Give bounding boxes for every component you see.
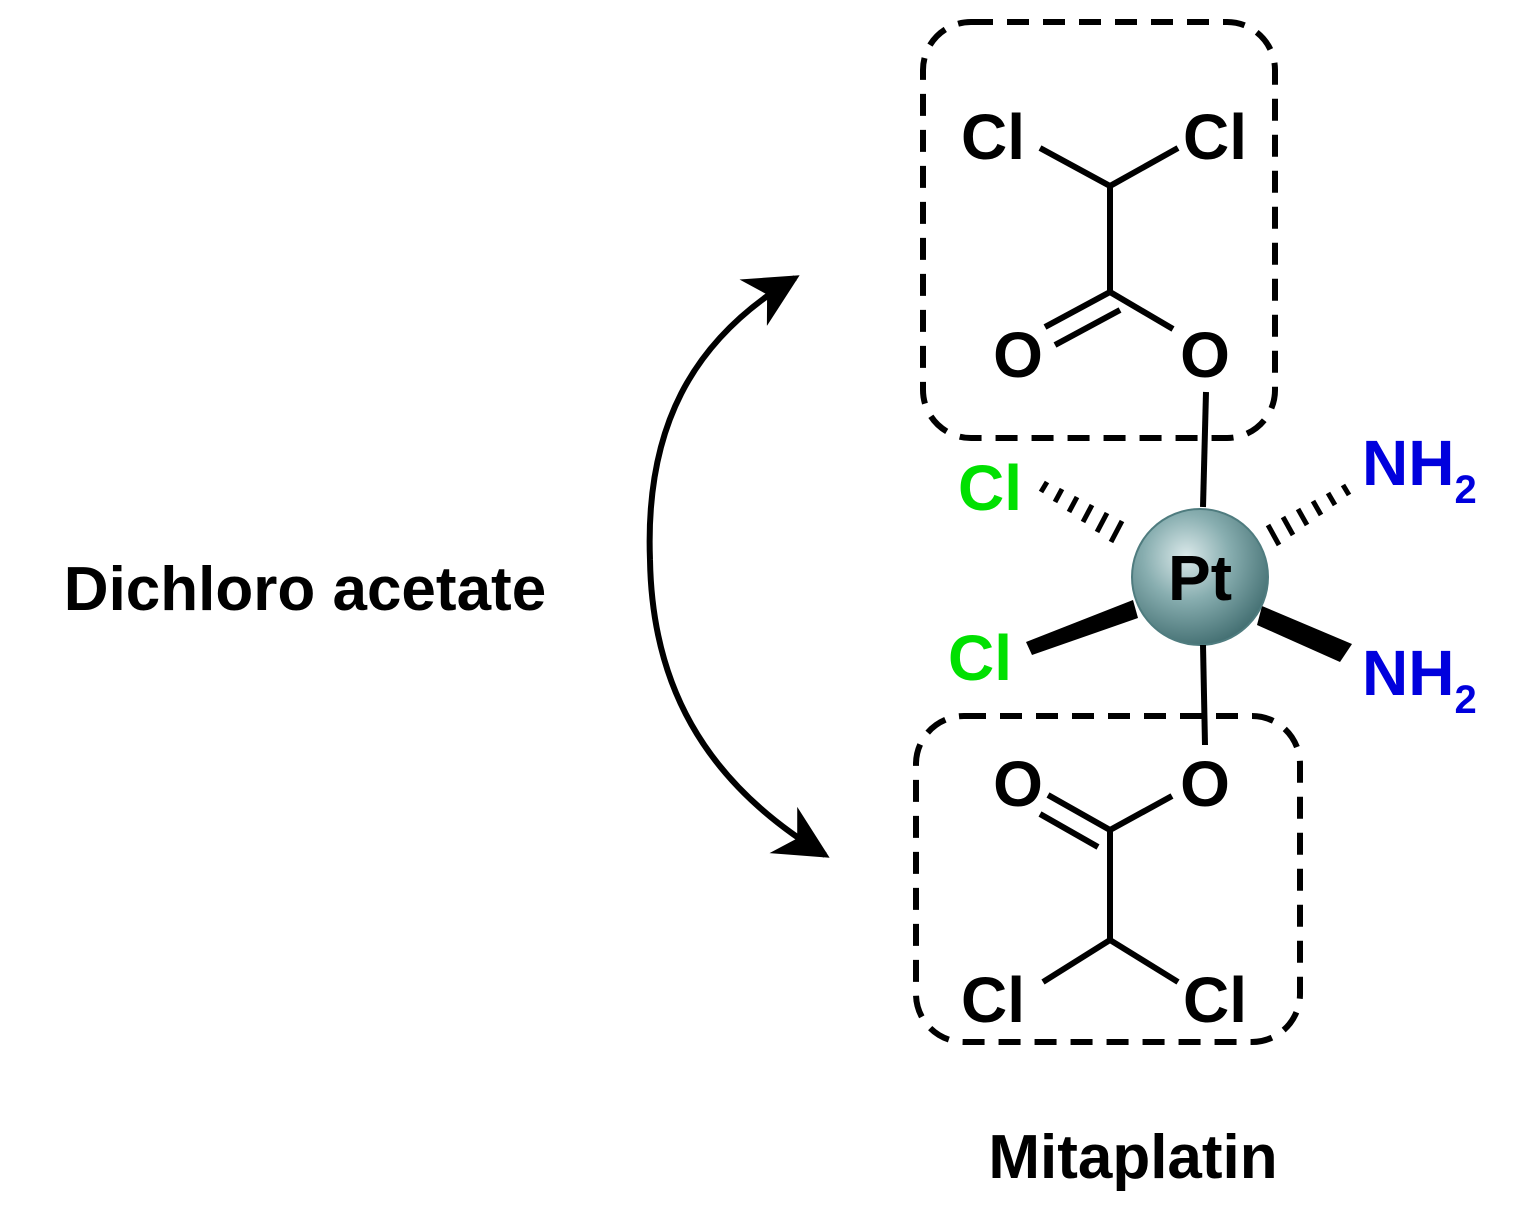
top-dichloroacetate: Cl Cl O O bbox=[961, 101, 1247, 508]
compound-name: Mitaplatin bbox=[988, 1123, 1277, 1192]
equatorial-cl-upper: Cl bbox=[958, 452, 1022, 524]
equatorial-ligands: Cl Cl NH2 NH2 bbox=[948, 427, 1477, 722]
top-o-carbonyl: O bbox=[993, 319, 1043, 391]
bottom-o-ester: O bbox=[1180, 748, 1230, 820]
top-ligand-box bbox=[920, 19, 1278, 441]
double-headed-arrow-lower bbox=[647, 559, 830, 858]
nh2-lower: NH2 bbox=[1362, 637, 1477, 722]
platinum-label: Pt bbox=[1168, 542, 1232, 614]
wedge-bond-cl bbox=[1026, 600, 1138, 655]
double-headed-arrow bbox=[646, 275, 800, 561]
top-cl-left: Cl bbox=[961, 101, 1025, 173]
wedge-bond-nh2 bbox=[1257, 606, 1352, 662]
platinum-center: Pt bbox=[1131, 508, 1269, 646]
bottom-dichloroacetate: O O Cl Cl bbox=[961, 644, 1247, 1036]
dichloro-acetate-label: Dichloro acetate bbox=[64, 555, 546, 624]
top-o-ester: O bbox=[1180, 319, 1230, 391]
bottom-cl-left: Cl bbox=[961, 964, 1025, 1036]
top-cl-right: Cl bbox=[1183, 101, 1247, 173]
nh2-upper: NH2 bbox=[1362, 427, 1477, 512]
bottom-ligand-box bbox=[913, 713, 1303, 1045]
bottom-cl-right: Cl bbox=[1183, 964, 1247, 1036]
bottom-o-carbonyl: O bbox=[993, 748, 1043, 820]
equatorial-cl-lower: Cl bbox=[948, 622, 1012, 694]
